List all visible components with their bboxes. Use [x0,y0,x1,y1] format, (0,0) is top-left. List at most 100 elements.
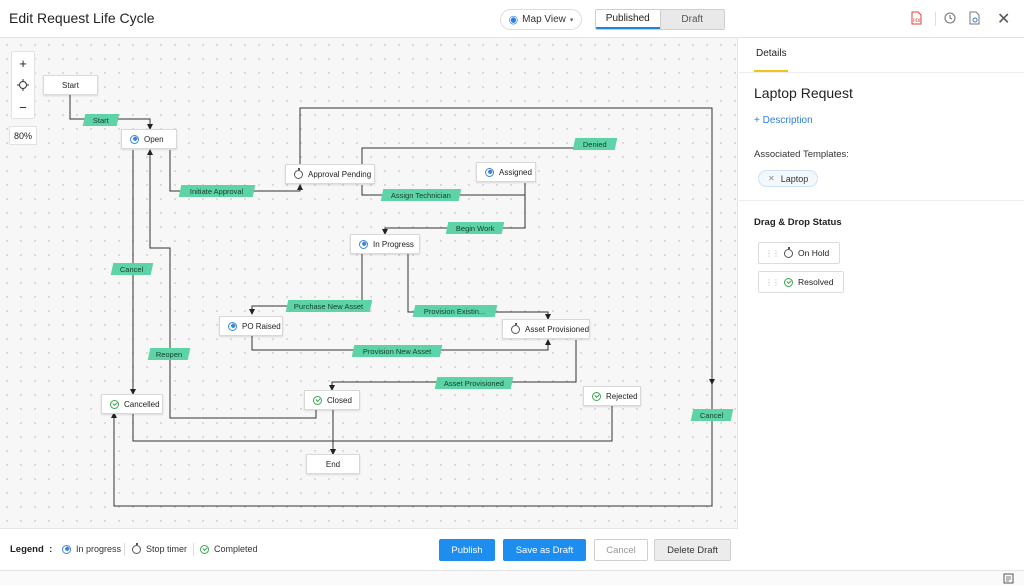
status-resolved[interactable]: ⋮⋮ Resolved [758,271,845,293]
transition-label: Assign Technician [391,190,451,200]
transition-reopen[interactable]: Reopen [147,348,191,360]
node-label: End [325,459,341,469]
header-bar: Edit Request Life Cycle ◉ Map View ▾ Pub… [0,0,1024,38]
transition-asset-provisioned[interactable]: Asset Provisioned [434,377,514,389]
node-label: Approval Pending [308,169,372,179]
delete-draft-button[interactable]: Delete Draft [654,539,731,561]
bottom-status-bar [0,570,1024,586]
remove-tag-icon[interactable]: ✕ [768,174,775,183]
pdf-icon[interactable]: PDF [910,11,923,28]
in-progress-icon [130,134,139,144]
legend-stop-timer: Stop timer [132,542,188,554]
map-view-label: Map View [522,14,566,25]
map-view-dropdown[interactable]: ◉ Map View ▾ [500,9,582,30]
node-approval-pending[interactable]: Approval Pending [285,164,375,184]
legend-label: Stop timer [146,544,188,554]
legend-label: Completed [214,544,258,554]
completed-icon [592,391,601,401]
zoom-in-button[interactable]: + [19,55,27,71]
legend-title-text: Legend [10,544,44,555]
tab-underline [754,70,788,72]
transition-label: Cancel [120,264,144,274]
node-closed[interactable]: Closed [304,390,360,410]
request-title: Laptop Request [754,85,853,101]
legend-divider [193,543,194,556]
in-progress-icon [485,167,494,177]
notes-icon[interactable] [1003,573,1014,587]
transition-denied[interactable]: Denied [572,138,618,150]
panel-divider [739,72,1024,73]
node-rejected[interactable]: Rejected [583,386,641,406]
node-label: Cancelled [124,399,160,409]
status-label: Resolved [798,277,834,287]
header-divider [935,12,936,26]
legend-in-progress: In progress [62,544,121,554]
tab-published[interactable]: Published [596,10,660,29]
completed-icon [110,399,119,409]
in-progress-icon [359,239,368,249]
cancel-button[interactable]: Cancel [594,539,648,561]
node-po-raised[interactable]: PO Raised [219,316,283,336]
recenter-icon[interactable] [12,74,34,96]
zoom-level: 80% [9,126,37,145]
zoom-controls: + − [11,51,35,119]
node-open[interactable]: Open [121,129,177,149]
transition-cancel-left[interactable]: Cancel [110,263,154,275]
chevron-down-icon: ▾ [569,16,574,24]
node-in-progress[interactable]: In Progress [350,234,420,254]
transition-label: Cancel [700,410,724,420]
completed-icon [784,277,793,287]
node-asset-provisioned[interactable]: Asset Provisioned [502,319,590,339]
transition-lines [69,95,715,507]
node-cancelled[interactable]: Cancelled [101,394,163,414]
transition-purchase-new-asset[interactable]: Purchase New Asset [285,300,373,312]
panel-divider [739,200,1024,201]
transition-cancel-right[interactable]: Cancel [690,409,734,421]
close-icon[interactable]: ✕ [997,11,1011,28]
node-label: Closed [327,395,352,405]
add-description-link[interactable]: + Description [754,115,813,126]
publish-button[interactable]: Publish [439,539,495,561]
document-search-icon[interactable] [968,11,981,28]
node-label: Rejected [606,391,638,401]
legend-title: Legend : [10,544,52,555]
completed-icon [313,395,322,405]
transition-begin-work[interactable]: Begin Work [445,222,505,234]
node-label: Open [144,134,164,144]
node-start[interactable]: Start [43,75,98,95]
save-as-draft-button[interactable]: Save as Draft [503,539,586,561]
drag-handle-icon[interactable]: ⋮⋮ [765,277,780,287]
history-icon[interactable] [943,11,957,28]
stop-timer-icon [132,542,141,554]
tab-details[interactable]: Details [756,48,787,59]
drag-handle-icon[interactable]: ⋮⋮ [765,248,780,258]
transition-provision-existing[interactable]: Provision Existin... [412,305,498,317]
details-panel: Details Laptop Request + Description Ass… [739,38,1024,570]
node-assigned[interactable]: Assigned [476,162,536,182]
transition-provision-new-asset[interactable]: Provision New Asset [351,345,443,357]
node-label: In Progress [373,239,414,249]
node-end[interactable]: End [306,454,360,474]
transition-label: Asset Provisioned [443,378,505,388]
transition-label: Start [93,115,109,125]
transition-start[interactable]: Start [82,114,120,126]
dnd-status-label: Drag & Drop Status [754,217,842,228]
transition-initiate-approval[interactable]: Initiate Approval [178,185,256,197]
transition-assign-technician[interactable]: Assign Technician [380,189,462,201]
transition-label: Reopen [155,349,183,359]
svg-text:PDF: PDF [913,18,922,24]
legend-completed: Completed [200,544,258,554]
in-progress-icon [228,321,237,331]
transition-label: Denied [583,139,607,149]
footer-bar: Legend : In progress Stop timer Complete… [0,528,738,570]
stop-timer-icon [784,246,793,258]
transition-label: Provision New Asset [362,346,432,356]
workflow-canvas[interactable]: + − 80% [0,38,738,528]
status-label: On Hold [798,248,830,258]
templates-label: Associated Templates: [754,149,849,160]
tab-draft[interactable]: Draft [659,10,724,29]
legend-colon: : [49,544,53,555]
zoom-out-button[interactable]: − [19,99,27,115]
legend-label: In progress [76,544,122,554]
status-on-hold[interactable]: ⋮⋮ On Hold [758,242,841,264]
